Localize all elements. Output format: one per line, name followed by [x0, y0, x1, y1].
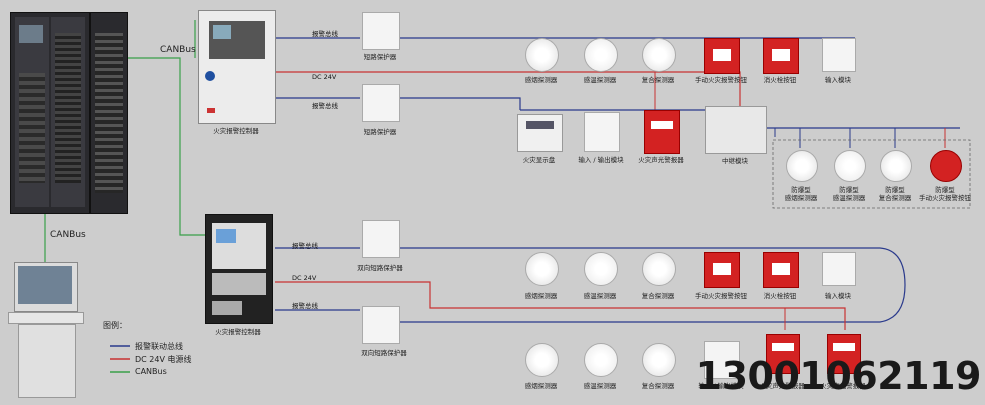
alarm-bus-label-3: 报警总线 [292, 242, 318, 250]
protector-label-3: 双向短路保护器 [357, 264, 403, 272]
row4-label-5: 火灾声光警报器 [820, 382, 866, 390]
phone-number: 13001062119 [695, 354, 982, 398]
fire-alarm-controller-bottom [205, 214, 273, 324]
row1-label-1: 感温探测器 [583, 76, 617, 84]
relay-module [705, 106, 767, 154]
row1-label-2: 复合探测器 [641, 76, 675, 84]
bidirectional-protector-2 [362, 306, 400, 344]
sounder-strobe-2 [766, 334, 800, 374]
explosion-label-0b: 感烟探测器 [784, 194, 818, 202]
explosion-proof-area [772, 139, 971, 209]
explosion-label-1a: 防爆型 [839, 186, 859, 194]
alarm-bus-label-4: 报警总线 [292, 302, 318, 310]
explosion-combo-detector [880, 150, 912, 182]
canbus-line-right [85, 57, 205, 236]
workstation [8, 262, 84, 398]
row1-label-3: 手动火灾报警按钮 [695, 76, 747, 84]
smoke-detector-1 [525, 38, 559, 72]
heat-detector-1 [584, 38, 618, 72]
short-circuit-protector-1 [362, 12, 400, 50]
controller-label-bottom: 火灾报警控制器 [215, 328, 261, 336]
alarm-bus-label-1: 报警总线 [312, 30, 338, 38]
fire-alarm-controller-top [198, 10, 276, 124]
bidirectional-protector-1 [362, 220, 400, 258]
row2-label-3: 中继模块 [722, 157, 748, 165]
row3-label-5: 输入模块 [825, 292, 851, 300]
manual-call-point-1 [704, 38, 740, 74]
protector-label-1: 短路保护器 [363, 53, 397, 61]
row4-label-4: 火灾声光警报器 [759, 382, 805, 390]
explosion-smoke-detector [786, 150, 818, 182]
explosion-label-2b: 复合探测器 [878, 194, 912, 202]
combo-detector-2 [642, 252, 676, 286]
canbus-label-left: CANBus [50, 230, 86, 240]
combo-detector-1 [642, 38, 676, 72]
heat-detector-3 [584, 343, 618, 377]
legend-item-canbus: CANBus [135, 367, 167, 376]
alarm-loop [400, 247, 906, 323]
smoke-detector-3 [525, 343, 559, 377]
combo-detector-3 [642, 343, 676, 377]
canbus-label-top: CANBus [160, 45, 196, 55]
row1-label-0: 感烟探测器 [524, 76, 558, 84]
sounder-strobe-1 [644, 110, 680, 154]
dc24-label-1: DC 24V [312, 73, 337, 81]
row3-label-3: 手动火灾报警按钮 [695, 292, 747, 300]
row1-label-5: 输入模块 [825, 76, 851, 84]
controller-label-top: 火灾报警控制器 [213, 127, 259, 135]
io-module-1 [584, 112, 620, 152]
explosion-label-2a: 防爆型 [885, 186, 905, 194]
row4-label-3: 输入 / 输出模块 [698, 382, 744, 390]
dc24-label-2: DC 24V [292, 274, 317, 282]
sounder-strobe-3 [827, 334, 861, 374]
protector-label-2: 短路保护器 [363, 128, 397, 136]
row4-label-0: 感烟探测器 [524, 382, 558, 390]
explosion-label-3b: 手动火灾报警按钮 [919, 194, 971, 202]
main-cabinet [10, 12, 90, 214]
hydrant-button-1 [763, 38, 799, 74]
legend-item-alarm-bus: 报警联动总线 [135, 342, 183, 351]
manual-call-point-2 [704, 252, 740, 288]
io-module-2 [704, 341, 740, 379]
row3-label-0: 感烟探测器 [524, 292, 558, 300]
dc24-line-1 [275, 71, 741, 112]
row3-label-1: 感温探测器 [583, 292, 617, 300]
legend-title: 图例： [103, 321, 127, 330]
row4-label-2: 复合探测器 [641, 382, 675, 390]
row3-label-4: 消火栓按钮 [763, 292, 797, 300]
input-module-1 [822, 38, 856, 72]
row2-label-2: 火灾声光警报器 [638, 156, 684, 164]
protector-label-4: 双向短路保护器 [361, 349, 407, 357]
row3-label-2: 复合探测器 [641, 292, 675, 300]
row4-label-1: 感温探测器 [583, 382, 617, 390]
fire-display-panel [517, 114, 563, 152]
short-circuit-protector-2 [362, 84, 400, 122]
dc24-line-2 [275, 281, 846, 330]
alarm-bus-2-b [400, 97, 521, 110]
legend-item-dc24: DC 24V 电源线 [135, 355, 192, 364]
row2-label-0: 火灾显示盘 [522, 156, 556, 164]
hydrant-button-2 [763, 252, 799, 288]
server-cabinet [90, 12, 128, 214]
explosion-heat-detector [834, 150, 866, 182]
explosion-manual-call-point [930, 150, 962, 182]
heat-detector-2 [584, 252, 618, 286]
explosion-label-1b: 感温探测器 [832, 194, 866, 202]
explosion-label-3a: 防爆型 [935, 186, 955, 194]
explosion-label-0a: 防爆型 [791, 186, 811, 194]
row2-label-1: 输入 / 输出模块 [578, 156, 624, 164]
smoke-detector-2 [525, 252, 559, 286]
input-module-2 [822, 252, 856, 286]
alarm-bus-label-2: 报警总线 [312, 102, 338, 110]
row1-label-4: 消火栓按钮 [763, 76, 797, 84]
